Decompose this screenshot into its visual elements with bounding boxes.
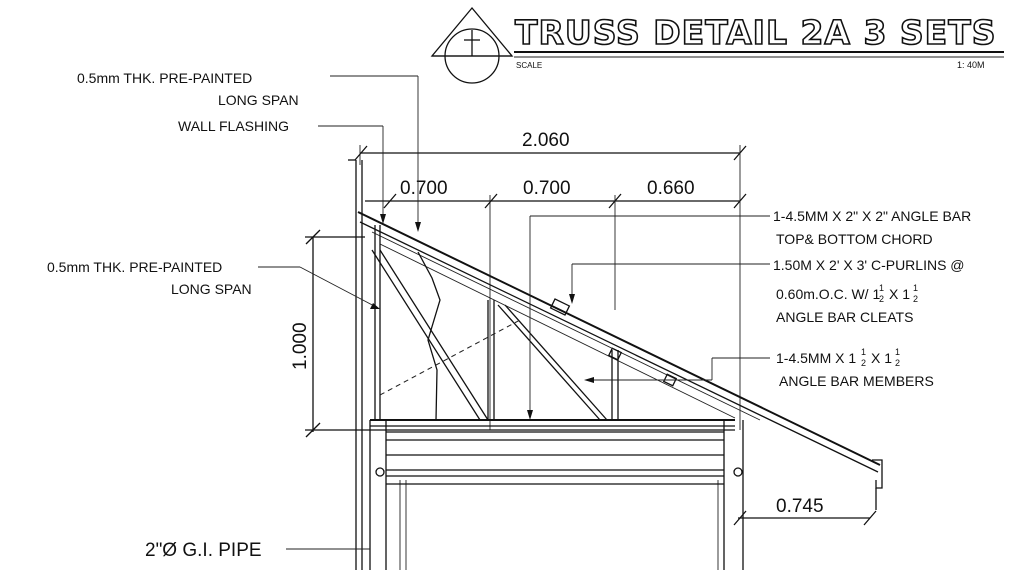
dimension-panel-3-label: 0.660 (647, 178, 695, 199)
right-post (375, 420, 744, 570)
fraction-purlins-2-den: 2 (913, 294, 918, 304)
callout-wall-flashing: WALL FLASHING (178, 118, 386, 224)
fraction-purlins-2-num: 1 (913, 283, 918, 293)
truss-verticals (374, 225, 619, 420)
dimension-overhang: 0.745 (733, 496, 877, 526)
callout-members: 1-4.5MM X 1 1 2 X 1 1 2 ANGLE BAR MEMBER… (584, 347, 934, 389)
callout-roofing-side-line2: LONG SPAN (171, 281, 252, 297)
dimension-panel-2-label: 0.700 (523, 178, 571, 199)
fraction-purlins-1-num: 1 (879, 283, 884, 293)
callout-purlins-line2b: X 1 (889, 286, 910, 302)
fraction-purlins-1-den: 2 (879, 294, 884, 304)
callout-roofing-side: 0.5mm THK. PRE-PAINTED LONG SPAN (47, 259, 380, 309)
drawing-title: TRUSS DETAIL 2A 3 SETS (515, 13, 997, 52)
fraction-members-2-num: 1 (895, 347, 900, 357)
callout-purlins: 1.50M X 2' X 3' C-PURLINS @ 0.60m.O.C. W… (569, 257, 965, 325)
dimension-height-label: 1.000 (290, 322, 311, 370)
callout-purlins-line2a: 0.60m.O.C. W/ 1 (776, 286, 880, 302)
callout-pipe: 2"Ø G.I. PIPE (145, 540, 370, 561)
purlins (549, 298, 678, 387)
callout-members-line1a: 1-4.5MM X 1 (776, 350, 856, 366)
dimension-overhang-label: 0.745 (776, 496, 824, 517)
fraction-members-1-num: 1 (861, 347, 866, 357)
callout-members-line2: ANGLE BAR MEMBERS (779, 373, 934, 389)
dimension-panels: 0.700 0.700 0.660 (365, 145, 747, 430)
callout-chord-line1: 1-4.5MM X 2" X 2" ANGLE BAR (773, 208, 971, 224)
fraction-members-1-den: 2 (861, 358, 866, 368)
callout-members-line1b: X 1 (871, 350, 892, 366)
callout-purlins-line3: ANGLE BAR CLEATS (776, 309, 913, 325)
truss-diagonals (371, 249, 608, 421)
callout-roofing-top: 0.5mm THK. PRE-PAINTED LONG SPAN (77, 70, 421, 232)
dimension-height: 1.000 (290, 229, 735, 438)
fraction-members-2-den: 2 (895, 358, 900, 368)
top-chord (357, 211, 883, 510)
dimension-overall-width: 2.060 (354, 130, 747, 165)
beam (386, 431, 724, 485)
scale-value: 1: 40M (957, 60, 985, 70)
callout-chord: 1-4.5MM X 2" X 2" ANGLE BAR TOP& BOTTOM … (527, 208, 971, 420)
callout-roofing-side-line1: 0.5mm THK. PRE-PAINTED (47, 259, 222, 275)
bottom-chord (370, 419, 735, 427)
callout-chord-line2: TOP& BOTTOM CHORD (776, 231, 933, 247)
callout-wall-flashing-text: WALL FLASHING (178, 118, 289, 134)
callout-roofing-top-line1: 0.5mm THK. PRE-PAINTED (77, 70, 252, 86)
wall-post (348, 159, 407, 570)
dimension-panel-1-label: 0.700 (400, 178, 448, 199)
callout-roofing-top-line2: LONG SPAN (218, 92, 299, 108)
callout-pipe-text: 2"Ø G.I. PIPE (145, 540, 262, 561)
dashed-line (379, 319, 521, 396)
dimension-overall-width-label: 2.060 (522, 130, 570, 151)
section-symbol (430, 6, 514, 84)
scale-label: SCALE (516, 61, 542, 70)
callout-purlins-line1: 1.50M X 2' X 3' C-PURLINS @ (773, 257, 965, 273)
